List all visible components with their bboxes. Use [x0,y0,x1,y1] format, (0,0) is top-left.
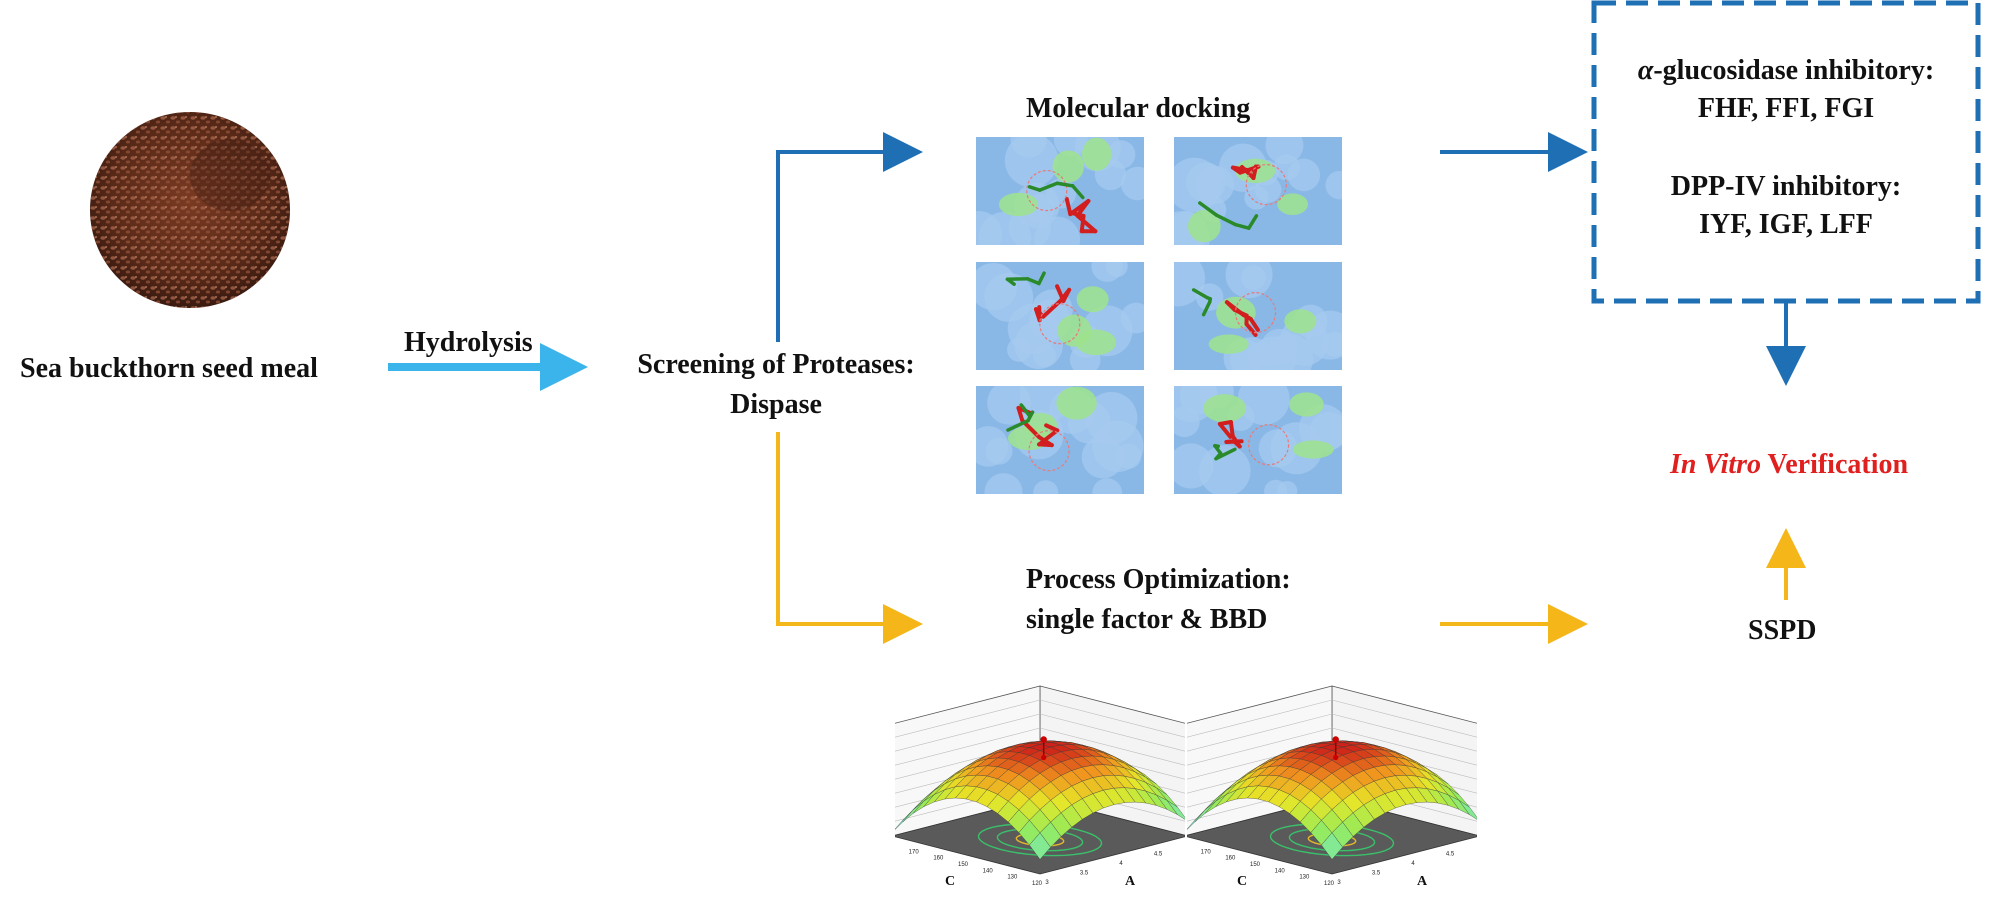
svg-text:4.5: 4.5 [1446,852,1455,858]
svg-text:3.5: 3.5 [1080,871,1089,877]
alpha-peptides: FHF, FFI, FGI [1697,93,1875,124]
svg-text:4: 4 [1411,861,1415,867]
results-text: α-glucosidase inhibitory: FHF, FFI, FGI … [1600,54,1972,242]
branch-to-optimization-arrow [776,432,923,644]
docking-panel-3 [976,262,1144,370]
plot0-svg: 5052545658606264α-glucosidase inhibition… [895,685,1185,889]
svg-text:150: 150 [958,862,969,868]
svg-text:150: 150 [1250,862,1261,868]
alpha-symbol: α [1637,55,1654,86]
svg-text:130: 130 [1299,875,1310,881]
docking-panel-5 [976,386,1144,494]
optimization-label: Process Optimization: single factor & BB… [1026,563,1291,637]
screening-line-2: Dispase [730,389,822,420]
branch-to-docking-arrow [776,132,923,342]
docking-panel-1 [976,137,1144,245]
screening-label: Screening of Proteases: Dispase [606,348,946,422]
svg-text:170: 170 [1201,849,1212,855]
svg-text:170: 170 [909,849,920,855]
docking-panel-2 [1174,137,1342,245]
svg-text:A: A [1417,874,1428,889]
optimization-line-1: Process Optimization: [1026,564,1291,595]
svg-text:A: A [1125,874,1136,889]
seed-meal-label: Sea buckthorn seed meal [20,353,318,384]
docking-title: Molecular docking [1026,93,1251,124]
optimization-line-2: single factor & BBD [1026,604,1268,635]
svg-text:C: C [1237,874,1247,889]
svg-text:3.5: 3.5 [1372,871,1381,877]
dpp-peptides: IYF, IGF, LFF [1699,209,1873,240]
svg-text:140: 140 [983,868,994,874]
seed-meal-image [90,112,290,308]
hydrolysis-label: Hydrolysis [404,327,533,358]
screening-line-1: Screening of Proteases: [637,349,915,380]
results-dashed-box [1591,0,1981,304]
dpp-heading: DPP-IV inhibitory: [1670,171,1902,202]
sspd-label: SSPD [1748,615,1817,646]
svg-text:130: 130 [1007,875,1018,881]
svg-text:160: 160 [933,856,944,862]
docking-panel-6 [1174,386,1342,494]
svg-text:C: C [945,874,955,889]
svg-text:3: 3 [1045,880,1049,886]
alpha-heading: α-glucosidase inhibitory: [1637,55,1935,86]
docking-panel-4 [1174,262,1342,370]
svg-text:4.5: 4.5 [1154,852,1163,858]
svg-text:160: 160 [1225,856,1236,862]
svg-text:120: 120 [1324,881,1335,887]
svg-text:140: 140 [1275,868,1286,874]
svg-text:120: 120 [1032,881,1043,887]
plot1-svg: 7072747678808284DPP-IV inhibition (%)180… [1187,685,1477,889]
svg-text:3: 3 [1337,880,1341,886]
verification-label: In Vitro Verification [1670,449,1909,480]
svg-text:4: 4 [1119,861,1123,867]
